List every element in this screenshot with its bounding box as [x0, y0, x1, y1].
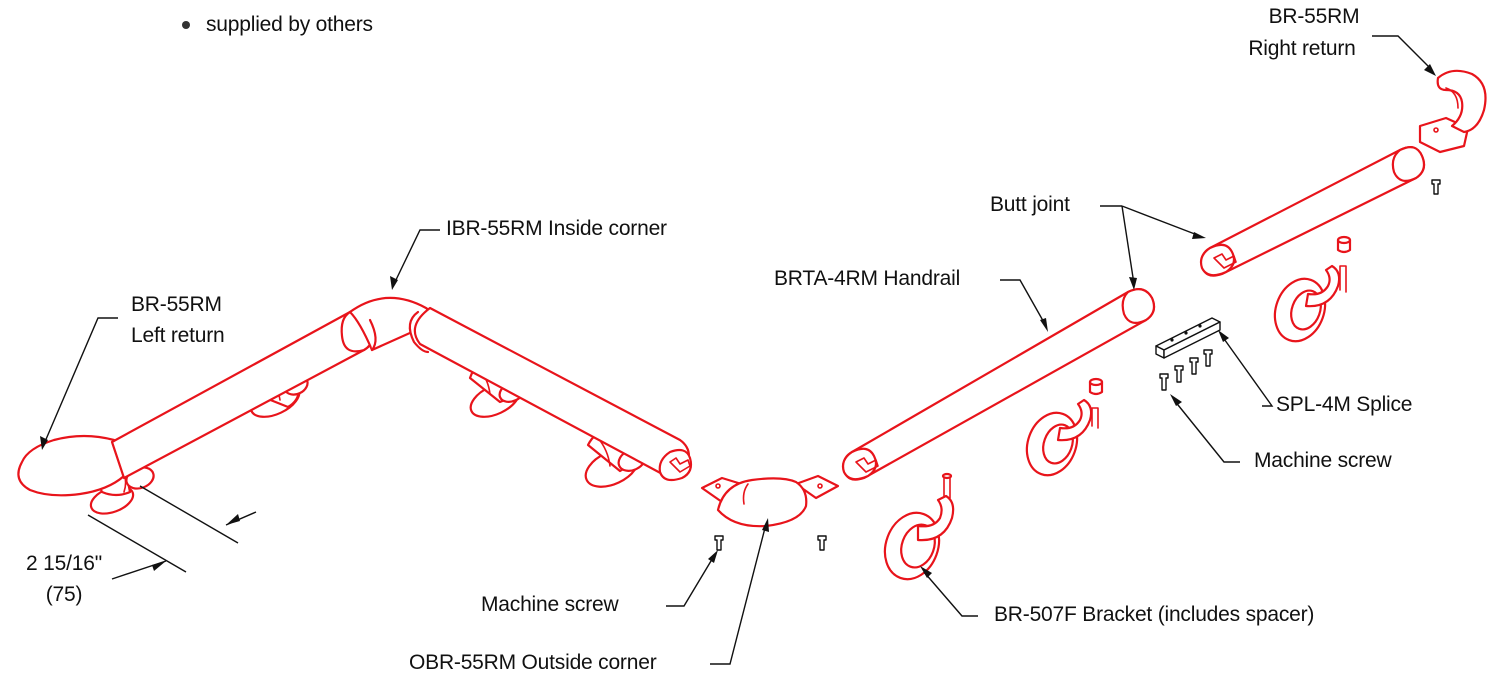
left-return	[17, 434, 126, 497]
label-ibr55rm: IBR-55RM Inside corner	[446, 217, 667, 240]
bracket-br507f	[883, 472, 955, 581]
label-butt-joint: Butt joint	[990, 193, 1070, 216]
label-br55rm-left-line1: BR-55RM	[131, 293, 222, 316]
splice-spl4m	[1155, 317, 1221, 359]
machine-screw-right-return	[1431, 179, 1441, 195]
label-machine-screw-left: Machine screw	[481, 593, 619, 616]
legend-bullet-icon	[182, 21, 190, 29]
machine-screws-splice	[1159, 349, 1213, 391]
handrail-tube	[841, 287, 1156, 481]
outside-corner	[700, 474, 840, 528]
right-diagonal-tube	[413, 306, 693, 482]
label-br55rm-right-line1: BR-55RM	[1268, 5, 1360, 28]
machine-screw-pair-center	[714, 535, 827, 551]
dimension-lines	[87, 485, 257, 580]
label-obr55rm: OBR-55RM Outside corner	[409, 651, 657, 674]
label-brta4rm: BRTA-4RM Handrail	[774, 267, 961, 290]
label-br55rm-right-line2: Right return	[1248, 37, 1356, 60]
label-machine-screw-right: Machine screw	[1254, 449, 1392, 472]
bracket-upper-right	[1273, 235, 1352, 343]
upper-right-tube	[1199, 145, 1426, 277]
label-br55rm-left-line2: Left return	[131, 324, 225, 347]
right-return	[1418, 69, 1487, 154]
label-br507f: BR-507F Bracket (includes spacer)	[994, 603, 1315, 626]
legend-text: supplied by others	[206, 13, 373, 36]
label-spl4m: SPL-4M Splice	[1276, 393, 1413, 416]
dimension-metric: (75)	[45, 583, 83, 606]
leader-lines	[40, 35, 1436, 665]
dimension-imperial: 2 15/16"	[26, 552, 102, 575]
bracket-middle-right	[1025, 377, 1104, 477]
